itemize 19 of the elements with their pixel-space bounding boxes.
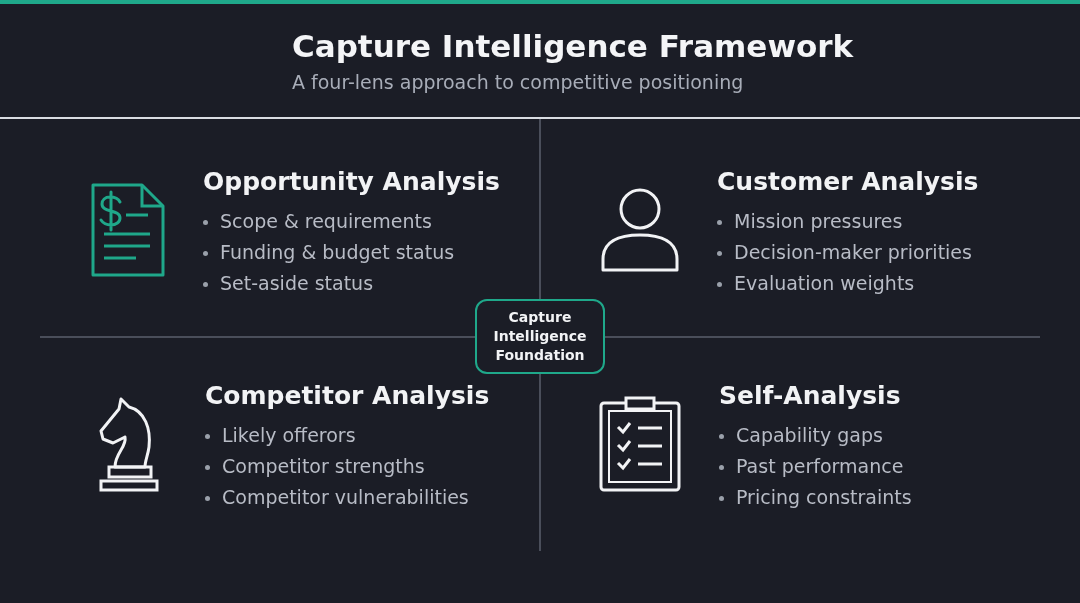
- bullet-item: Funding & budget status: [220, 241, 455, 263]
- section-heading: Customer Analysis: [717, 167, 979, 196]
- bullet-item: Past performance: [736, 455, 904, 477]
- section-heading: Competitor Analysis: [205, 381, 490, 410]
- title: Capture Intelligence Framework: [292, 28, 854, 64]
- subtitle: A four-lens approach to competitive positioning: [292, 71, 744, 93]
- bullet-item: Capability gaps: [736, 424, 883, 446]
- bullet-item: Pricing constraints: [736, 486, 912, 508]
- section-heading: Opportunity Analysis: [203, 167, 500, 196]
- bullet-item: Competitor strengths: [222, 455, 425, 477]
- bullet-item: Likely offerors: [222, 424, 356, 446]
- foundation-box: Capture Intelligence Foundation: [475, 299, 605, 374]
- bullet-item: Mission pressures: [734, 210, 903, 232]
- bullet-item: Scope & requirements: [220, 210, 432, 232]
- bullet-item: Evaluation weights: [734, 272, 915, 294]
- bullet-item: Set-aside status: [220, 272, 374, 294]
- bullet-item: Decision-maker priorities: [734, 241, 972, 263]
- section-heading: Self-Analysis: [719, 381, 901, 410]
- bullet-item: Competitor vulnerabilities: [222, 486, 469, 508]
